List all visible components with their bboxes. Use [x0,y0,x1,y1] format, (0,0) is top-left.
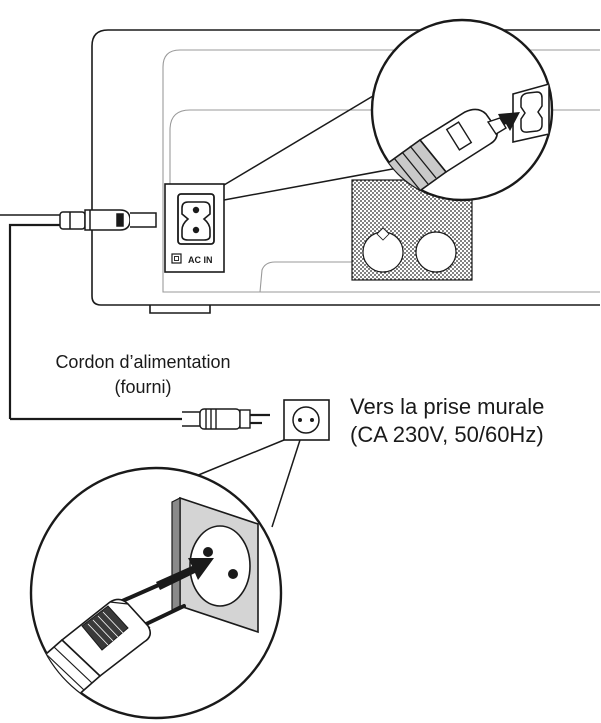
wall-label-line1: Vers la prise murale [350,394,544,419]
ac-in-label: AC IN [188,255,213,265]
cord-label-line1: Cordon d’alimentation [55,352,230,372]
wall-label-line2: (CA 230V, 50/60Hz) [350,422,544,447]
euro-plug-small [182,408,270,430]
europlug-icon [29,466,283,720]
iec-plug-small [59,209,157,231]
wall-outlet-icon [283,399,330,441]
ac-in-socket: AC IN [164,183,225,273]
bottom-callout-lines [195,439,301,528]
vent-grille [351,179,473,281]
top-callout-lines [223,92,399,201]
power-cord [0,214,182,421]
device-chassis [91,29,600,314]
rear-panel-inner [162,49,600,293]
cord-label-line2: (fourni) [114,377,171,397]
